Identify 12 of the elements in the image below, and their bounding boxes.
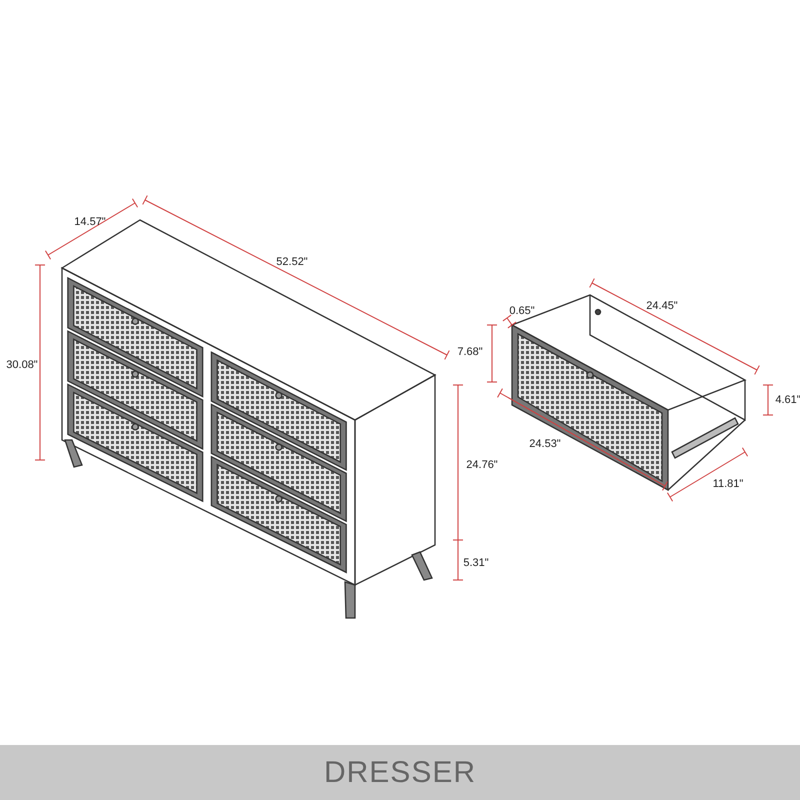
- dimension-label: 7.68": [457, 346, 483, 358]
- dimension-label: 14.57": [74, 216, 106, 228]
- dimension-label: 52.52": [276, 256, 308, 268]
- dimension-label: 24.45": [646, 300, 678, 312]
- dimension-label: 24.53": [529, 438, 561, 450]
- dimension-label: 5.31": [463, 557, 489, 569]
- dimension-label: 11.81": [712, 478, 744, 490]
- dimension-label: 4.61": [775, 394, 800, 406]
- dimension-label: 30.08": [6, 359, 38, 371]
- caption-banner: DRESSER: [0, 745, 800, 800]
- dimension-label: 0.65": [509, 305, 535, 317]
- dimension-label: 24.76": [466, 459, 498, 471]
